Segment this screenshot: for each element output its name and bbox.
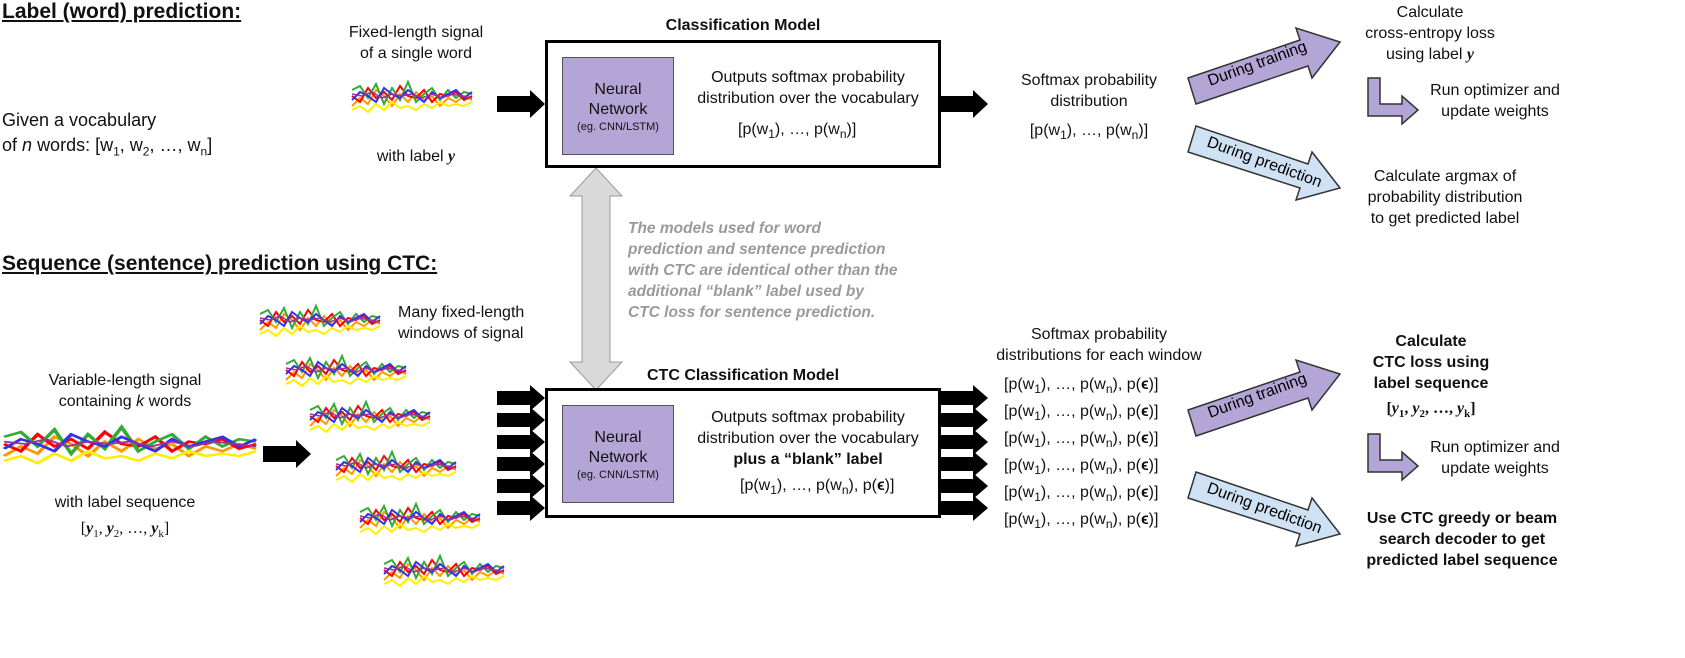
note-line2: prediction and sentence prediction [628, 241, 886, 258]
softmax-window-vector-row: [p(w1), …, p(wn), p(ϵ)] [1004, 511, 1159, 532]
ce-line2: cross-entropy loss [1365, 25, 1495, 42]
signal-window-2 [285, 355, 407, 387]
decoder-line2: search decoder to get [1378, 531, 1546, 548]
signal-window-6 [383, 555, 505, 587]
softmax-window-vector-row: [p(w1), …, p(wn), p(ϵ)] [1004, 403, 1159, 424]
softmax-bottom-line1: Softmax probability [1030, 326, 1168, 343]
softmax-top-line2: distribution [1050, 93, 1128, 110]
signal-window-1 [259, 305, 381, 337]
opt-top-line1: Run optimizer and [1430, 82, 1560, 99]
softmax-window-vector-row: [p(w1), …, p(wn), p(ϵ)] [1004, 376, 1159, 397]
note-line1: The models used for word [628, 220, 821, 237]
opt-top-line2: update weights [1441, 103, 1549, 120]
ce-line1: Calculate [1396, 4, 1464, 21]
ctc-model-title: CTC Classification Model [646, 367, 840, 384]
decoder-line1: Use CTC greedy or beam [1366, 510, 1558, 527]
vocab-line2: of n words: [w1, w2, …, wn] [2, 135, 213, 159]
signal-window-5 [359, 503, 481, 535]
ce-line3: using label y [1385, 46, 1475, 63]
signal-window-3 [309, 401, 431, 433]
during-training-arrow-bottom [1187, 358, 1342, 437]
var-signal-line2: containing k words [58, 393, 192, 410]
vocab-line1: Given a vocabulary [2, 110, 157, 130]
prob-vector-bottom: [p(w1), …, p(wn), p(ϵ)] [740, 477, 895, 498]
with-label-sequence: with label sequence [54, 494, 196, 511]
softmax-top-vector: [p(w1), …, p(wn)] [1029, 122, 1149, 143]
variable-length-signal [4, 427, 256, 463]
outputs-line1-top: Outputs softmax probability [711, 69, 905, 86]
outputs-line2-bottom: distribution over the vocabulary [697, 430, 919, 447]
softmax-bottom-line2: distributions for each window [996, 347, 1202, 364]
argmax-line3: to get predicted label [1370, 210, 1520, 227]
note-line3: with CTC are identical other than the [628, 262, 898, 279]
windows-line1: Many fixed-length [398, 304, 525, 321]
outputs-line2-top: distribution over the vocabulary [697, 90, 919, 107]
outputs-line3-bottom: plus a “blank” label [733, 451, 883, 468]
argmax-line2: probability distribution [1367, 189, 1523, 206]
top-heading: Label (word) prediction: [2, 0, 242, 23]
optimizer-l-arrow-top [1367, 77, 1420, 126]
during-prediction-arrow-top [1187, 125, 1342, 202]
signal-window-4 [335, 451, 457, 483]
signal-caption-line1: Fixed-length signal [348, 24, 484, 41]
arrow-model-to-softmax [941, 90, 988, 118]
arrow-signal-to-windows [263, 440, 311, 468]
opt-bottom-line2: update weights [1441, 460, 1549, 477]
classification-model-title: Classification Model [665, 17, 821, 34]
ctc-loss-line2: CTC loss using [1372, 354, 1490, 371]
label-sequence: [y1, y2, …, yk] [80, 520, 170, 541]
outputs-line1-bottom: Outputs softmax probability [711, 409, 905, 426]
note-line5: CTC loss for sentence prediction. [628, 304, 876, 321]
softmax-window-vector-row: [p(w1), …, p(wn), p(ϵ)] [1004, 457, 1159, 478]
ctc-loss-line1: Calculate [1395, 333, 1467, 350]
softmax-top-line1: Softmax probability [1020, 72, 1158, 89]
ctc-loss-line3: label sequence [1373, 375, 1489, 392]
windows-line2: windows of signal [398, 325, 524, 342]
note-line4: additional “blank” label used by [628, 283, 864, 300]
ctc-label-sequence: [y1, y2, …, yk] [1386, 400, 1476, 421]
signal-caption-line2: of a single word [359, 45, 473, 62]
argmax-line1: Calculate argmax of [1373, 168, 1517, 185]
during-training-arrow-top [1187, 26, 1342, 105]
arrow-signal-to-model [497, 90, 545, 118]
bottom-heading: Sequence (sentence) prediction using CTC… [2, 252, 438, 275]
prob-vector-top: [p(w1), …, p(wn)] [738, 121, 857, 142]
ctc-input-arrows [497, 385, 545, 521]
single-word-signal [351, 81, 473, 113]
ctc-output-arrows [941, 385, 988, 521]
optimizer-l-arrow-bottom [1367, 433, 1420, 482]
softmax-window-vector-row: [p(w1), …, p(wn), p(ϵ)] [1004, 484, 1159, 505]
var-signal-line1: Variable-length signal [48, 372, 202, 389]
during-prediction-arrow-bottom [1187, 471, 1342, 548]
models-identical-double-arrow [568, 167, 624, 391]
softmax-window-vector-row: [p(w1), …, p(wn), p(ϵ)] [1004, 430, 1159, 451]
decoder-line3: predicted label sequence [1366, 552, 1558, 569]
opt-bottom-line1: Run optimizer and [1430, 439, 1560, 456]
signal-with-label: with label y [376, 148, 456, 165]
